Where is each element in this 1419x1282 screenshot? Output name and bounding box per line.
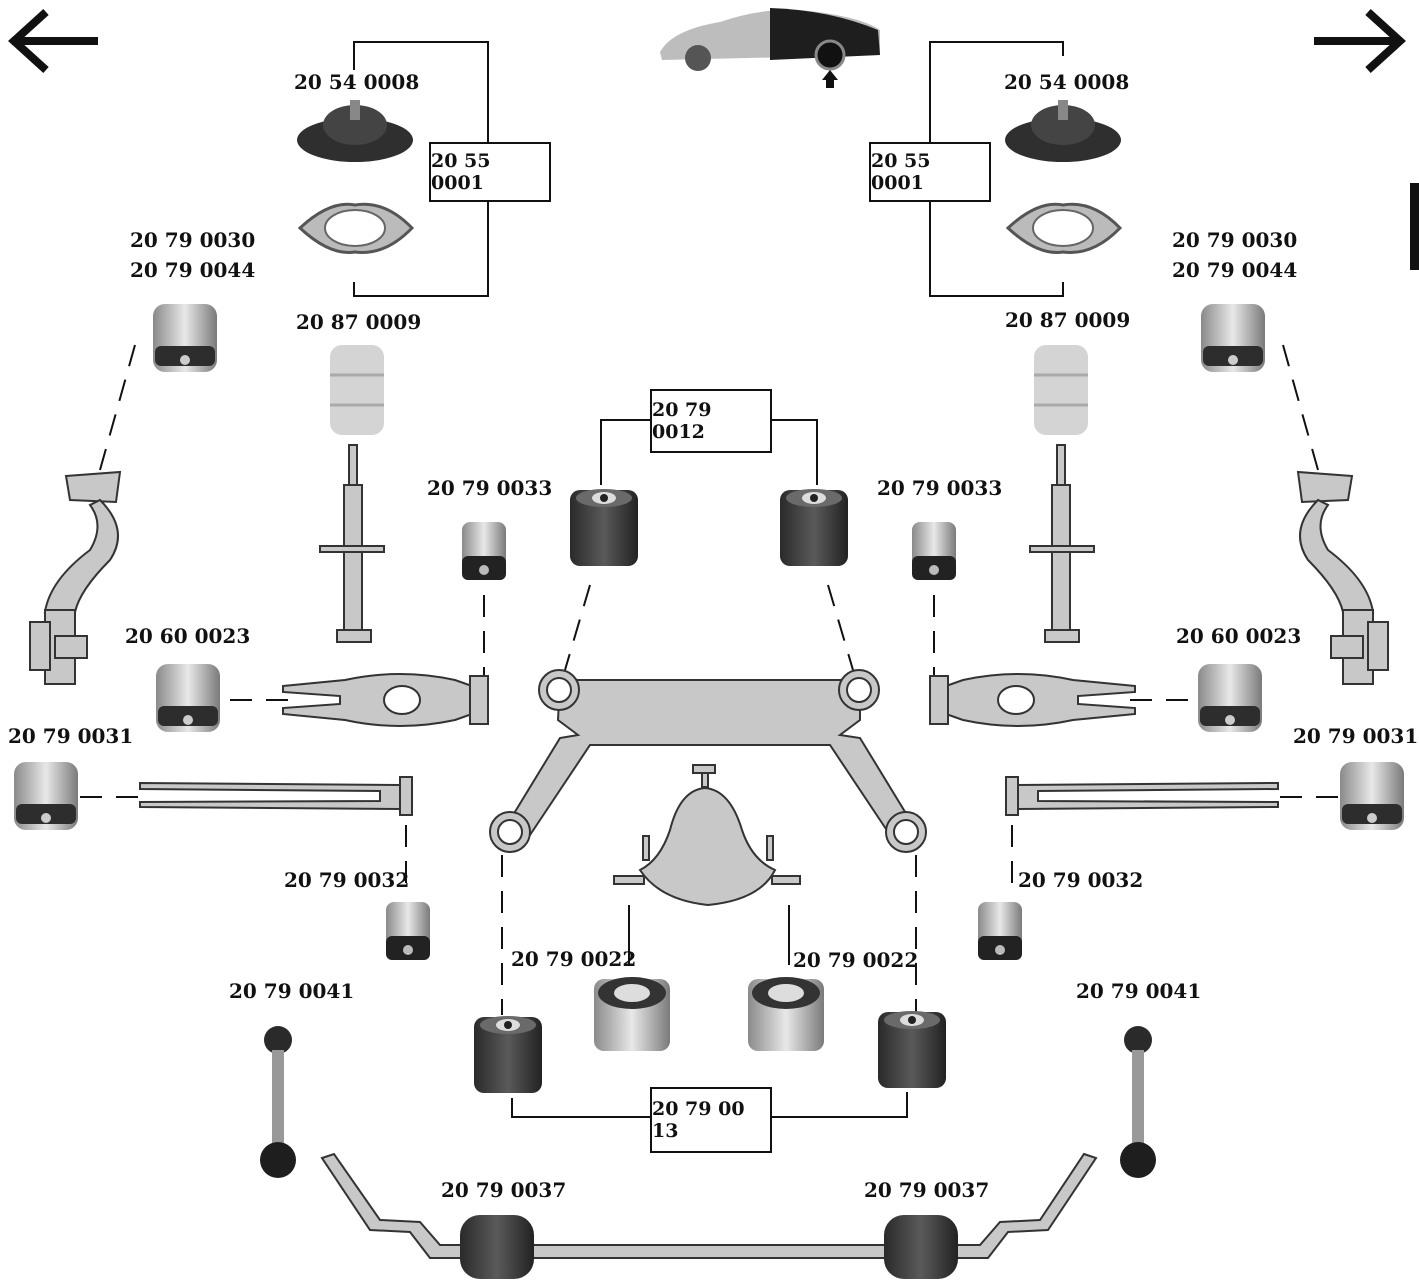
wishbone-bush-right-icon [1198, 664, 1262, 732]
part-label-top-mount-left[interactable]: 20 54 0008 [294, 70, 420, 94]
part-label-top-mount-right[interactable]: 20 54 0008 [1004, 70, 1130, 94]
part-label-trailing-bush-b-left[interactable]: 20 79 0044 [130, 258, 256, 282]
part-label-stabilizer-bush-right[interactable]: 20 79 0037 [864, 1178, 990, 1202]
part-label-wishbone-bush-left[interactable]: 20 60 0023 [125, 624, 251, 648]
part-label-diff-mount-left[interactable]: 20 79 0022 [511, 947, 637, 971]
part-label-trailing-bush-a-right[interactable]: 20 79 0030 [1172, 228, 1298, 252]
arm-bush-inner-left-icon [386, 902, 430, 960]
trailing-arm-left-icon [29, 470, 122, 685]
shock-right-icon [1029, 444, 1095, 643]
mount-kit-left-box[interactable]: 20 55 0001 [429, 142, 551, 202]
mount-kit-right-box[interactable]: 20 55 0001 [869, 142, 991, 202]
arm-bush-outer-right-icon [1340, 762, 1404, 830]
part-label-trailing-bush-b-right[interactable]: 20 79 0044 [1172, 258, 1298, 282]
gasket-right-icon [1005, 202, 1123, 254]
gasket-left-icon [297, 202, 415, 254]
subframe-bush-front-left-icon [570, 489, 638, 566]
car-rear-axle-icon [660, 8, 880, 88]
part-label-diff-mount-right[interactable]: 20 79 0022 [793, 948, 919, 972]
shock-left-icon [319, 444, 385, 643]
subframe-bush-rear-right-icon [878, 1011, 946, 1088]
stabilizer-link-left-icon [260, 1026, 296, 1178]
lateral-arm-right-icon [1005, 776, 1279, 816]
part-label-arm-bush-outer-left[interactable]: 20 79 0031 [8, 724, 134, 748]
arrow-left-icon[interactable] [8, 9, 98, 73]
subframe-bush-front-right-icon [780, 489, 848, 566]
page-edge-bar [1410, 183, 1419, 270]
connector-lines [353, 41, 1064, 1118]
top-mount-left-icon [297, 100, 413, 162]
part-label-link-bush-right[interactable]: 20 79 0033 [877, 476, 1003, 500]
part-label-bump-stop-right[interactable]: 20 87 0009 [1005, 308, 1131, 332]
part-label-arm-bush-inner-left[interactable]: 20 79 0032 [284, 868, 410, 892]
part-label-stabilizer-link-left[interactable]: 20 79 0041 [229, 979, 355, 1003]
arrow-right-icon[interactable] [1314, 9, 1406, 73]
subframe-rear-kit-box[interactable]: 20 79 00 13 [650, 1087, 772, 1153]
stabilizer-link-right-icon [1120, 1026, 1156, 1178]
subframe-front-kit-box[interactable]: 20 79 0012 [650, 389, 772, 453]
wishbone-left-icon [282, 673, 489, 727]
trailing-arm-right-icon [1296, 470, 1389, 685]
stabilizer-bush-right-icon [884, 1215, 958, 1279]
bump-stop-left-icon [330, 345, 384, 435]
part-label-wishbone-bush-right[interactable]: 20 60 0023 [1176, 624, 1302, 648]
part-label-bump-stop-left[interactable]: 20 87 0009 [296, 310, 422, 334]
trailing-bush-right-icon [1201, 304, 1265, 372]
subframe-icon [489, 669, 927, 853]
bump-stop-right-icon [1034, 345, 1088, 435]
part-label-arm-bush-outer-right[interactable]: 20 79 0031 [1293, 724, 1419, 748]
differential-icon [613, 764, 801, 907]
part-label-link-bush-left[interactable]: 20 79 0033 [427, 476, 553, 500]
arm-bush-outer-left-icon [14, 762, 78, 830]
subframe-bush-rear-left-icon [474, 1016, 542, 1093]
top-mount-right-icon [1005, 100, 1121, 162]
dashed-lines [80, 344, 1338, 1015]
trailing-bush-left-icon [153, 304, 217, 372]
part-label-stabilizer-bush-left[interactable]: 20 79 0037 [441, 1178, 567, 1202]
part-label-stabilizer-link-right[interactable]: 20 79 0041 [1076, 979, 1202, 1003]
diff-mount-right-icon [748, 977, 824, 1051]
stabilizer-bush-left-icon [460, 1215, 534, 1279]
arm-bush-inner-right-icon [978, 902, 1022, 960]
lateral-arm-left-icon [139, 776, 413, 816]
part-label-arm-bush-inner-right[interactable]: 20 79 0032 [1018, 868, 1144, 892]
link-bush-left-icon [462, 522, 506, 580]
wishbone-right-icon [929, 673, 1136, 727]
link-bush-right-icon [912, 522, 956, 580]
stabilizer-bar-icon [320, 1152, 1098, 1259]
wishbone-bush-left-icon [156, 664, 220, 732]
part-label-trailing-bush-a-left[interactable]: 20 79 0030 [130, 228, 256, 252]
diff-mount-left-icon [594, 977, 670, 1051]
